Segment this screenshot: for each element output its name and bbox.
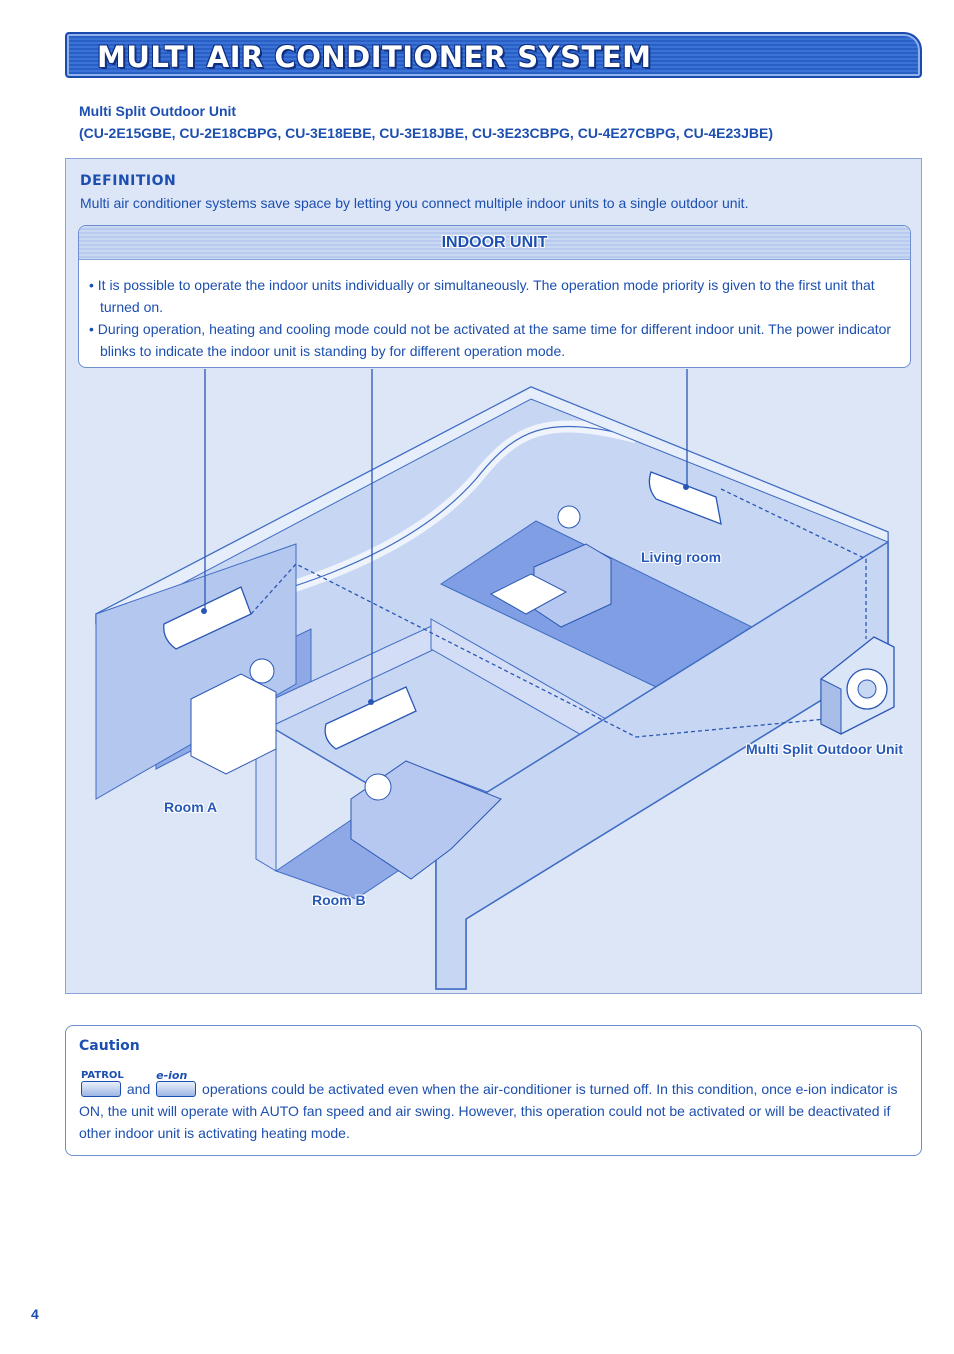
front-wall (435, 540, 889, 990)
outdoor-unit (820, 636, 895, 735)
indoor-unit-bullet: • It is possible to operate the indoor u… (89, 277, 875, 315)
model-list: (CU-2E15GBE, CU-2E18CBPG, CU-3E18EBE, CU… (79, 125, 773, 141)
model-heading-label: Multi Split Outdoor Unit (79, 103, 237, 119)
dashed-pipe-living (720, 488, 867, 639)
multi-room-illustration (95, 369, 895, 990)
living-room-label: Living room (641, 549, 722, 565)
caution-text: PATROL and e-ion operations could be act… (79, 1069, 914, 1144)
indoor-unit-heading: INDOOR UNIT (441, 234, 548, 251)
room-a-label: Room A (164, 799, 218, 815)
room-b-bed-person (350, 760, 502, 880)
room-a-desk-person (190, 658, 277, 775)
caution-box: Caution PATROL and e-ion operations coul… (65, 1025, 922, 1156)
eion-label: e-ion (156, 1069, 188, 1082)
outdoor-unit-label: Multi Split Outdoor Unit (746, 741, 904, 757)
definition-label: DEFINITION (80, 173, 177, 189)
model-heading: Multi Split Outdoor Unit (CU-2E15GBE, CU… (79, 100, 773, 144)
eion-button-icon: e-ion (156, 1069, 197, 1097)
caution-and: and (126, 1081, 151, 1097)
definition-text: Multi air conditioner systems save space… (80, 195, 749, 211)
caution-label: Caution (79, 1038, 140, 1054)
page-title: MULTI AIR CONDITIONER SYSTEM (97, 40, 652, 74)
caution-body: operations could be activated even when … (79, 1081, 898, 1141)
living-room-table (489, 573, 568, 615)
living-room-sofa (533, 505, 612, 628)
title-banner: MULTI AIR CONDITIONER SYSTEM (65, 32, 922, 78)
indoor-unit-header: INDOOR UNIT (79, 226, 910, 260)
indoor-unit-box: INDOOR UNIT • It is possible to operate … (78, 225, 911, 368)
room-b-label: Room B (312, 892, 366, 908)
patrol-label: PATROL (81, 1070, 124, 1081)
page-number: 4 (31, 1306, 39, 1322)
indoor-unit-bullet: • During operation, heating and cooling … (89, 321, 892, 359)
patrol-button-icon: PATROL (81, 1070, 124, 1097)
definition-panel: DEFINITION Multi air conditioner systems… (65, 158, 922, 994)
